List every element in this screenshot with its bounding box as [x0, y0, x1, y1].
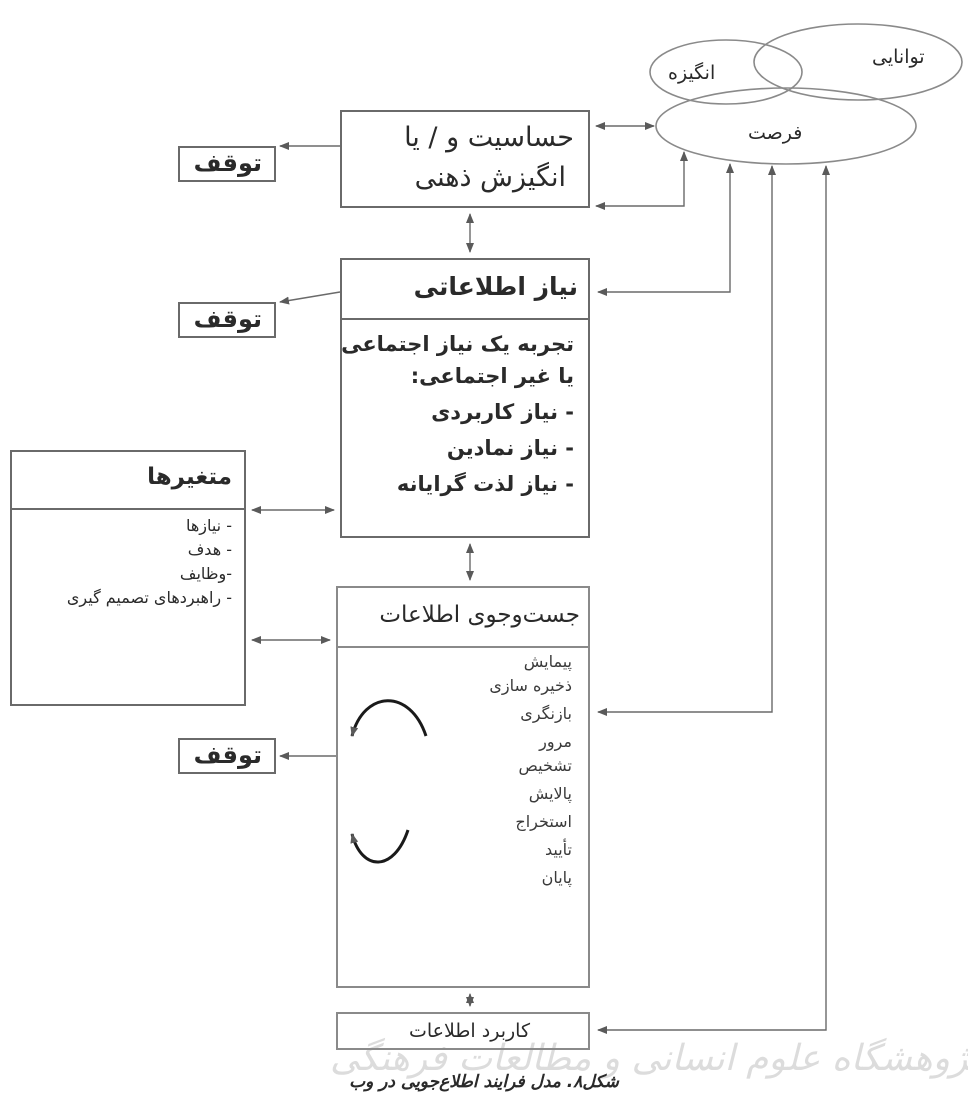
stop-label-1: توقف [193, 149, 262, 177]
search-step: پیمایش [523, 652, 572, 671]
search-step: تأیید [544, 840, 572, 859]
motivation-label: انگیزه [668, 62, 716, 84]
cycle-arrow-bottom [350, 829, 410, 864]
arrow-opp-need [597, 163, 734, 296]
variables-title: متغیرها [147, 464, 232, 490]
opportunity-label: فرصت [748, 122, 803, 144]
sensitivity-line1: حساسیت و / یا [404, 122, 574, 153]
arrow-opp-search [597, 165, 776, 716]
stop-label-2: توقف [193, 305, 262, 333]
information-search-box: جست‌وجوی اطلاعات پیمایش ذخیره سازی بازنگ… [336, 586, 590, 988]
information-use-label: کاربرد اطلاعات [408, 1020, 530, 1042]
information-search-title: جست‌وجوی اطلاعات [379, 602, 580, 628]
information-search-header: جست‌وجوی اطلاعات [338, 588, 588, 648]
need-line: یا غیر اجتماعی: [410, 364, 574, 388]
figure-caption: شکل۸. مدل فرایند اطلاع‌جویی در وب [349, 1072, 619, 1092]
search-step: مرور [539, 732, 572, 751]
opportunity-ellipse [655, 87, 917, 165]
search-step: پایان [541, 868, 572, 887]
arrow-sens-opp-bottom [595, 151, 688, 210]
sensitivity-box: حساسیت و / یا انگیزش ذهنی [340, 110, 590, 208]
search-step: تشخیص [518, 756, 572, 775]
stop-box-3: توقف [178, 738, 276, 774]
variables-header: متغیرها [12, 452, 244, 510]
search-step: ذخیره سازی [489, 676, 572, 695]
search-step: استخراج [515, 812, 572, 831]
need-line: - نیاز کاربردی [431, 400, 574, 424]
information-use-box: کاربرد اطلاعات [336, 1012, 590, 1050]
information-need-box: نیاز اطلاعاتی تجربه یک نیاز اجتماعی یا غ… [340, 258, 590, 538]
arrow-need-stop2 [279, 291, 341, 305]
stop-box-1: توقف [178, 146, 276, 182]
variable-item: - نیازها [185, 516, 232, 535]
arrow-opp-use [597, 165, 830, 1034]
cycle-arrow-top [350, 699, 428, 737]
stop-label-3: توقف [193, 741, 262, 769]
sensitivity-line2: انگیزش ذهنی [414, 162, 566, 193]
ability-label: توانایی [872, 46, 925, 68]
variable-item: - هدف [187, 540, 232, 559]
variables-box: متغیرها - نیازها - هدف -وظایف - راهبردها… [10, 450, 246, 706]
ability-ellipse [753, 23, 963, 101]
information-need-title: نیاز اطلاعاتی [413, 272, 578, 301]
motivation-ellipse [649, 39, 803, 105]
watermark-text: پژوهشگاه علوم انسانی و مطالعات فرهنگی [330, 1038, 968, 1079]
search-step: بازنگری [520, 704, 572, 723]
variable-item: - راهبردهای تصمیم گیری [66, 588, 232, 607]
need-line: - نیاز لذت گرایانه [396, 472, 574, 496]
information-need-header: نیاز اطلاعاتی [342, 260, 588, 320]
variable-item: -وظایف [179, 564, 232, 583]
need-line: - نیاز نمادین [446, 436, 574, 460]
need-line: تجربه یک نیاز اجتماعی [341, 332, 574, 356]
search-step: پالایش [528, 784, 572, 803]
stop-box-2: توقف [178, 302, 276, 338]
